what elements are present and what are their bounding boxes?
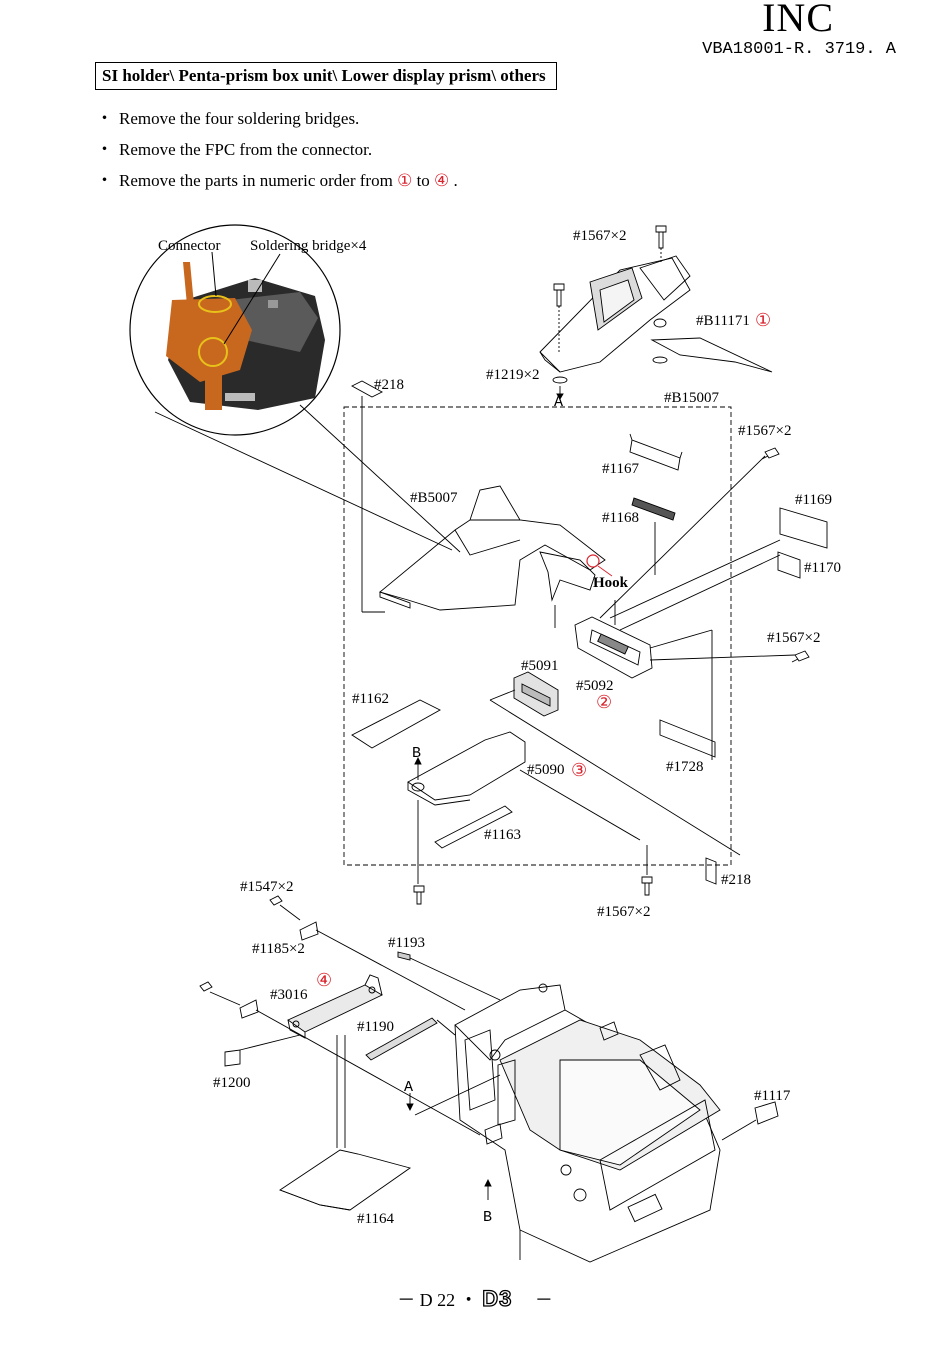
label-1567-right-2: #1567×2: [767, 630, 820, 646]
label-5092: #5092: [576, 678, 614, 694]
label-1185: #1185×2: [252, 941, 305, 957]
label-1728: #1728: [666, 759, 704, 775]
instruction-text: Remove the four soldering bridges.: [119, 109, 360, 128]
footer-page-number: － D 22 ・: [397, 1290, 478, 1310]
label-1169: #1169: [795, 492, 832, 508]
label-1162: #1162: [352, 691, 389, 707]
label-1219: #1219×2: [486, 367, 539, 383]
label-1168: #1168: [602, 510, 639, 526]
instruction-2: ・ Remove the FPC from the connector.: [96, 135, 372, 160]
label-1567-top: #1567×2: [573, 228, 626, 244]
step-1-marker: ①: [755, 310, 771, 330]
label-1164: #1164: [357, 1211, 394, 1227]
label-1193: #1193: [388, 935, 425, 951]
label-3016: #3016: [270, 987, 308, 1003]
penta-prism-box-body: [454, 983, 721, 1263]
page-footer: － D 22 ・ D3 －: [0, 1285, 950, 1312]
mark-B-mid: B: [412, 745, 421, 762]
step-4-marker: ④: [316, 970, 332, 990]
part-1185-b: [239, 999, 259, 1019]
part-1167: [629, 433, 683, 471]
section-title: SI holder\ Penta-prism box unit\ Lower d…: [95, 62, 557, 90]
si-holder-assembly: [539, 225, 773, 400]
label-5090: #5090: [527, 762, 565, 778]
part-1163: [434, 805, 513, 849]
label-218-bottom: #218: [721, 872, 751, 888]
header-brand: INC: [762, 0, 834, 40]
screw-bottom-left: [413, 885, 425, 905]
part-1185: [299, 921, 319, 941]
screw-1567-right-1: [761, 447, 780, 460]
label-B11171: #B11171: [696, 313, 750, 329]
label-1117: #1117: [754, 1088, 791, 1104]
label-soldering-bridge: Soldering bridge×4: [250, 238, 367, 254]
instruction-3: ・Remove the parts in numeric order from …: [96, 166, 458, 191]
part-1200: [224, 1049, 241, 1067]
label-1200: #1200: [213, 1075, 251, 1091]
document-code: VBA18001-R. 3719. A: [702, 40, 896, 59]
part-5090: [407, 731, 526, 806]
inset-photo: [166, 262, 325, 410]
part-1117: [754, 1101, 779, 1125]
part-1169: [779, 507, 828, 549]
step-marker-end: ④: [434, 171, 450, 190]
inset-detail: [129, 224, 461, 553]
part-B5007: [379, 485, 613, 611]
label-hook: Hook: [593, 575, 629, 591]
label-1163: #1163: [484, 827, 521, 843]
label-1547: #1547×2: [240, 879, 293, 895]
bullet: ・: [96, 109, 113, 128]
footer-model: D3: [482, 1285, 513, 1311]
screw-1567-bottom: [641, 876, 653, 896]
label-1167: #1167: [602, 461, 639, 477]
part-218-top: [351, 380, 383, 398]
step-marker-start: ①: [397, 171, 413, 190]
instruction-text: .: [453, 171, 458, 190]
mark-B-bottom: B: [483, 1209, 492, 1226]
unit-boundary: [343, 406, 732, 866]
label-B5007: #B5007: [410, 490, 458, 506]
bullet: ・: [96, 140, 113, 159]
part-1193: [397, 951, 411, 961]
label-5091: #5091: [521, 658, 559, 674]
label-1190: #1190: [357, 1019, 394, 1035]
part-1190: [365, 1017, 438, 1061]
part-1168: [631, 497, 676, 521]
label-connector: Connector: [158, 238, 220, 254]
label-1567-right-1: #1567×2: [738, 423, 791, 439]
bullet: ・: [96, 171, 113, 190]
instruction-text: Remove the FPC from the connector.: [119, 140, 373, 159]
step-2-marker: ②: [596, 692, 612, 712]
instruction-1: ・ Remove the four soldering bridges.: [96, 104, 359, 129]
instruction-text: Remove the parts in numeric order from: [119, 171, 393, 190]
screw-1547-b: [199, 981, 213, 992]
step-3-marker: ③: [571, 760, 587, 780]
footer-dash: －: [534, 1290, 553, 1310]
part-3016: [287, 974, 383, 1039]
instruction-text: to: [416, 171, 430, 190]
label-218-top: #218: [374, 377, 404, 393]
label-1567-bottom: #1567×2: [597, 904, 650, 920]
part-5092: [574, 616, 653, 679]
screw-1567-right-2: [791, 650, 810, 663]
mark-A-bottom: A: [404, 1079, 413, 1096]
part-1164: [279, 1149, 412, 1211]
part-218-bottom: [705, 857, 717, 885]
part-1170: [777, 551, 801, 579]
part-1728: [659, 719, 716, 758]
part-1162: [351, 699, 441, 749]
screw-1547: [269, 895, 283, 906]
label-B15007: #B15007: [664, 390, 720, 406]
mark-A-top: A: [554, 394, 563, 411]
label-1170: #1170: [804, 560, 841, 576]
